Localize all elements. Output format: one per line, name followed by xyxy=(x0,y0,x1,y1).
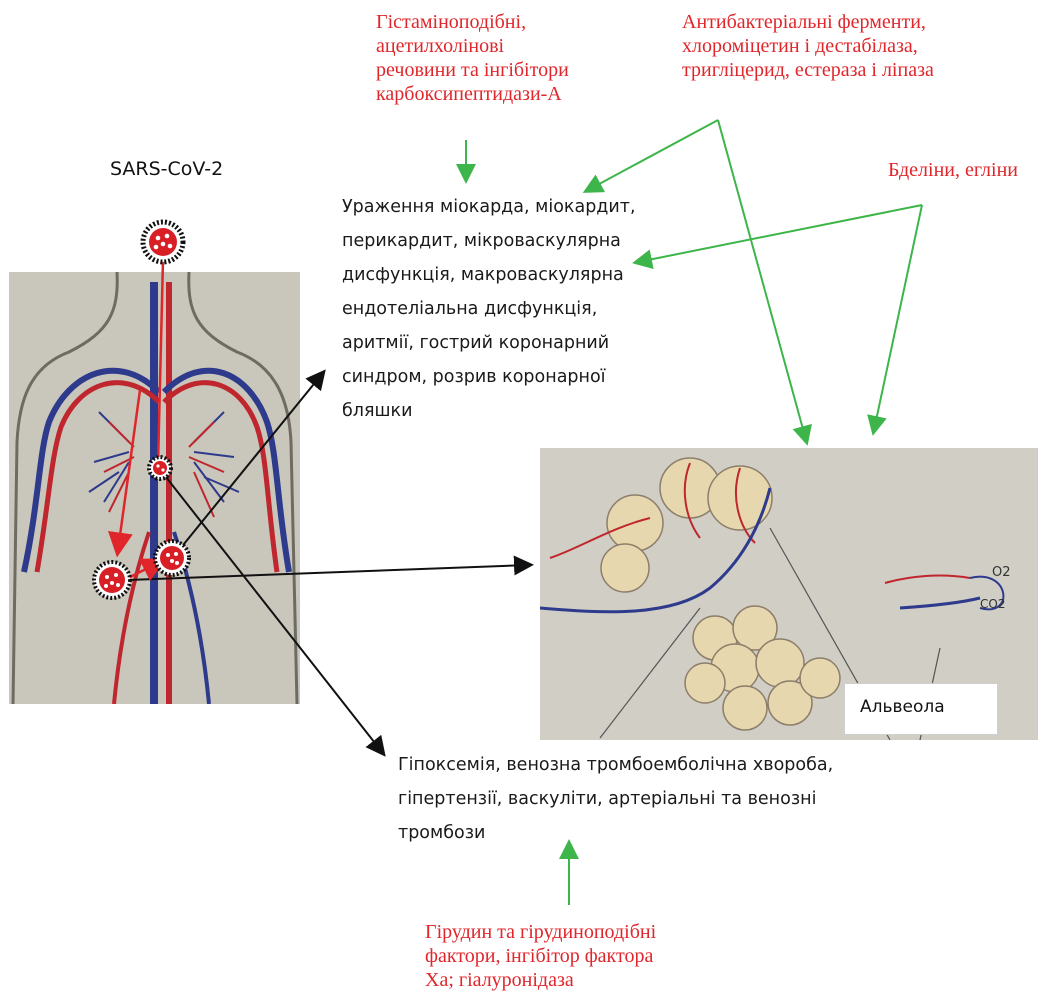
red-path-right xyxy=(128,562,160,578)
black-arrow-to-cardiac-lower xyxy=(175,374,322,555)
black-arrow-to-vascular xyxy=(162,472,382,752)
green-arrow-bdellins-to-alveola xyxy=(874,205,922,430)
green-arrow-bdellins-to-cardiac xyxy=(638,205,922,262)
virus-particle-lower xyxy=(94,562,130,598)
green-arrow-enzymes-to-alveola xyxy=(718,120,806,440)
red-path-down xyxy=(118,390,140,550)
virus-particle-top xyxy=(143,222,183,262)
virus-particle-middle xyxy=(155,541,189,575)
virus-particle-heart xyxy=(149,457,171,479)
green-arrow-enzymes-to-cardiac xyxy=(588,120,718,190)
red-path-entry xyxy=(158,260,163,465)
